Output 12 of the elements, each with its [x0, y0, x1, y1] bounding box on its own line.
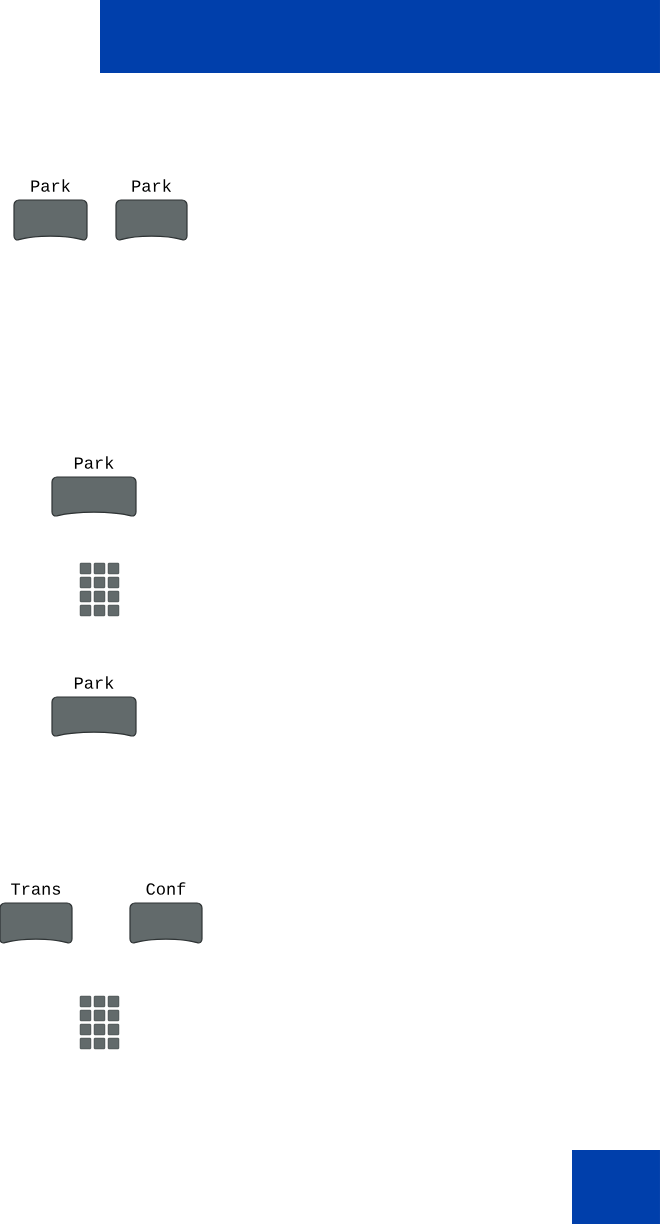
soft-key: Park	[51, 676, 137, 737]
soft-key: Conf	[129, 882, 203, 944]
soft-key: Park	[13, 179, 88, 241]
node-label: Park	[31, 179, 71, 192]
node-label: Park	[74, 676, 114, 689]
node-label: Park	[74, 456, 114, 469]
node-label: Park	[132, 179, 172, 192]
node-label: Trans	[11, 883, 61, 895]
soft-key: Park	[51, 456, 137, 517]
soft-key: Park	[115, 179, 188, 241]
soft-key: Trans	[0, 883, 73, 944]
node-label: Conf	[146, 882, 186, 895]
